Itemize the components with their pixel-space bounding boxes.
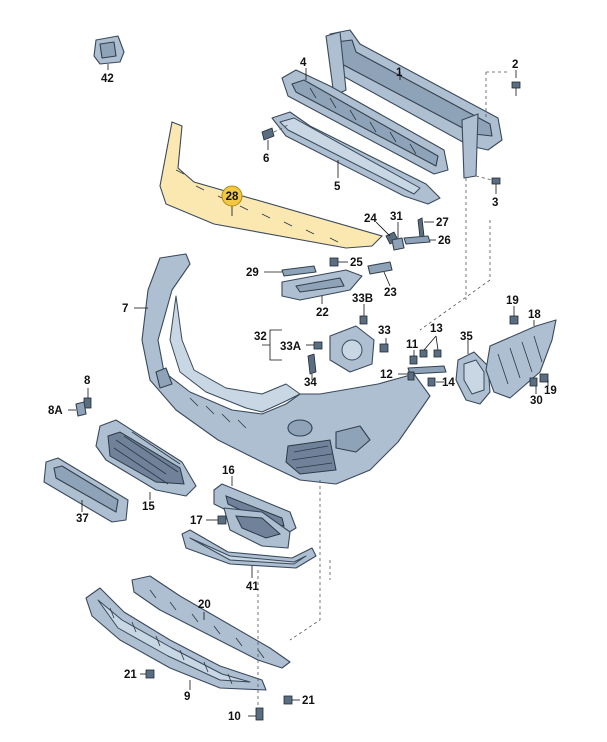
callout-34: 34 (304, 377, 317, 389)
part-19-screw-upper (509, 306, 519, 325)
part-1-crossbar (325, 29, 510, 179)
part-37-plate-bracket (43, 457, 129, 523)
part-30-clip (529, 377, 538, 394)
callout-42: 42 (101, 73, 114, 85)
callout-22: 22 (316, 307, 329, 319)
callout-20: 20 (198, 599, 211, 611)
callout-31: 31 (390, 211, 403, 223)
callout-16: 16 (222, 465, 235, 477)
part-14-clip (427, 377, 444, 387)
part-16-fog-grille (213, 476, 297, 549)
callout-8A: 8A (48, 405, 63, 417)
part-22-bracket (281, 269, 363, 304)
part-12-strip (398, 365, 447, 381)
part-31-clip (391, 222, 405, 251)
part-23-clip (367, 261, 393, 287)
part-6-screw (261, 123, 291, 150)
callout-1: 1 (396, 67, 403, 79)
callout-32: 32 (254, 331, 267, 343)
part-27-pin (417, 217, 434, 239)
callout-19-lower: 19 (544, 385, 557, 397)
callout-10: 10 (228, 711, 241, 723)
callout-27: 27 (436, 217, 449, 229)
callout-37: 37 (76, 513, 89, 525)
part-34-screw (307, 353, 317, 380)
part-4-absorber (281, 68, 449, 175)
callout-8: 8 (84, 375, 91, 387)
callout-30: 30 (530, 395, 543, 407)
callout-17: 17 (190, 515, 203, 527)
callout-18: 18 (528, 309, 541, 321)
callout-21-left: 21 (124, 669, 137, 681)
part-10-screw (248, 707, 264, 721)
part-35-cover (455, 340, 491, 405)
callout-5: 5 (334, 181, 341, 193)
callout-9: 9 (184, 691, 190, 703)
assembly-guides (257, 178, 491, 706)
part-29-strip (264, 265, 317, 277)
callout-2: 2 (512, 59, 518, 71)
part-21-screw-right (283, 695, 300, 705)
part-7-bumper-cover (134, 253, 431, 485)
callout-23: 23 (384, 287, 397, 299)
callout-28-badge (221, 185, 243, 207)
part-41-lower-trim (181, 529, 317, 578)
part-25-screw (329, 257, 348, 267)
callout-26: 26 (438, 235, 451, 247)
callout-11: 11 (406, 339, 419, 351)
callout-35: 35 (460, 331, 473, 343)
part-13-clips (419, 335, 442, 358)
part-26-strip (403, 235, 436, 245)
callout-21-right: 21 (302, 695, 315, 707)
callout-4: 4 (300, 57, 307, 69)
part-5-strip (271, 111, 441, 205)
callout-41: 41 (246, 581, 259, 593)
callout-labels: 42 1 2 3 4 5 6 28 24 31 27 26 25 29 23 7… (48, 57, 557, 723)
part-15-lower-grille (95, 419, 197, 500)
callout-14: 14 (442, 377, 455, 389)
part-42-bracket (93, 35, 125, 70)
callout-33: 33 (378, 325, 391, 337)
part-3-screw (475, 175, 501, 194)
callout-13: 13 (430, 323, 443, 335)
part-17-screw (206, 515, 227, 525)
callout-33B: 33B (352, 293, 373, 305)
part-20-spoiler (131, 575, 291, 669)
callout-25: 25 (350, 257, 363, 269)
callout-24: 24 (364, 213, 377, 225)
callout-28: 28 (226, 191, 239, 203)
part-18-side-bracket (485, 319, 557, 399)
part-19-screw-lower (539, 373, 549, 386)
callout-33A: 33A (280, 341, 301, 353)
callout-7: 7 (122, 303, 128, 315)
part-9-underbody (85, 587, 267, 691)
part-21-screw-left (140, 669, 155, 679)
callout-29: 29 (246, 267, 259, 279)
part-32-fog-bracket (262, 325, 375, 373)
part-8a-clip (68, 401, 87, 417)
part-2-screw (511, 70, 521, 96)
part-11-clip (409, 350, 418, 365)
callout-12: 12 (380, 369, 393, 381)
part-28-trim-strip-highlighted (159, 121, 384, 249)
part-33a-screw (306, 341, 323, 350)
part-33b-screw (359, 304, 368, 325)
callout-6: 6 (263, 153, 269, 165)
part-33-screw (379, 338, 389, 353)
callout-28-highlight: 28 (221, 185, 243, 207)
callout-3: 3 (492, 197, 498, 209)
callout-15: 15 (142, 501, 155, 513)
callout-19-upper: 19 (506, 295, 519, 307)
